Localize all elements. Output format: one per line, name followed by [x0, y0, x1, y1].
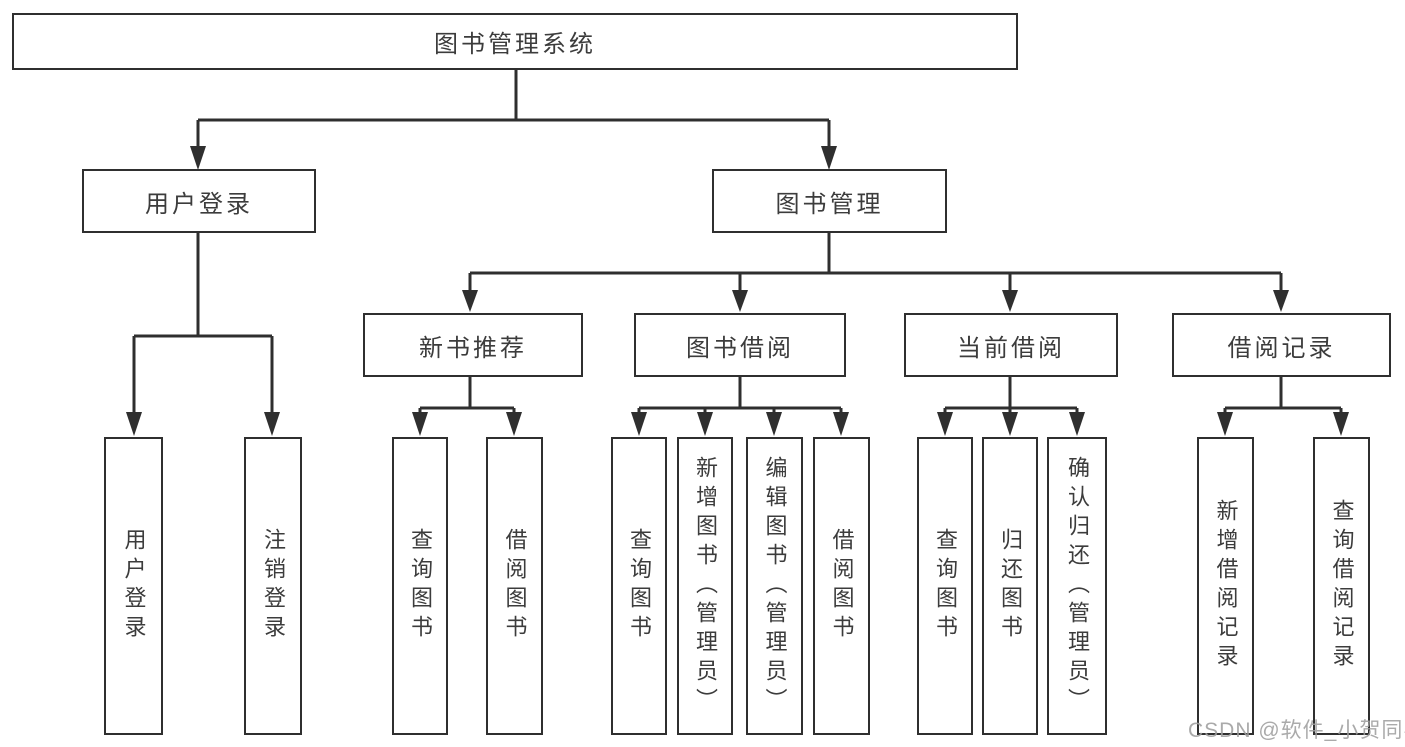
- arrow-down-icon: [732, 290, 748, 312]
- leaf-label: 用户登录: [121, 528, 147, 644]
- connector-new-book-subtree: [418, 377, 516, 414]
- connector-user-login-subtree: [132, 233, 274, 414]
- arrow-down-icon: [1273, 290, 1289, 312]
- arrow-down-icon: [126, 412, 142, 436]
- connector-book-borrow-subtree: [637, 377, 843, 414]
- arrow-down-icon: [264, 412, 280, 436]
- node-user-login-module: 用户登录: [82, 169, 316, 233]
- arrow-down-icon: [412, 412, 428, 436]
- node-leaf-add-borrow-record: 新增借阅记录: [1197, 437, 1254, 735]
- arrowheads: [126, 146, 1349, 436]
- leaf-label: 注销登录: [261, 528, 286, 644]
- node-leaf-user-login: 用户登录: [104, 437, 163, 735]
- arrow-down-icon: [766, 412, 782, 436]
- arrow-down-icon: [506, 412, 522, 436]
- arrow-down-icon: [833, 412, 849, 436]
- leaf-label: 确认归还（管理员）: [1065, 455, 1090, 717]
- arrow-down-icon: [1002, 412, 1018, 436]
- node-leaf-return-books: 归还图书: [982, 437, 1038, 735]
- arrow-down-icon: [937, 412, 953, 436]
- node-leaf-query-books-1: 查询图书: [392, 437, 448, 735]
- arrow-down-icon: [1333, 412, 1349, 436]
- leaf-label: 归还图书: [998, 528, 1023, 644]
- arrow-down-icon: [821, 146, 837, 170]
- arrow-down-icon: [1069, 412, 1085, 436]
- csdn-watermark: CSDN @软件_小贺同学: [1188, 719, 1405, 742]
- node-leaf-borrow-books-2: 借阅图书: [813, 437, 870, 735]
- connector-borrow-records-subtree: [1223, 377, 1343, 414]
- arrow-down-icon: [697, 412, 713, 436]
- connector-book-mgmt-to-level2: [468, 233, 1283, 292]
- leaf-label: 查询图书: [627, 528, 652, 644]
- node-root-system: 图书管理系统: [12, 13, 1018, 70]
- node-new-book-recommend: 新书推荐: [363, 313, 583, 377]
- arrow-down-icon: [631, 412, 647, 436]
- node-book-management-module: 图书管理: [712, 169, 947, 233]
- leaf-label: 新增图书（管理员）: [693, 455, 718, 717]
- connector-root-to-level1: [196, 70, 831, 148]
- arrow-down-icon: [1002, 290, 1018, 312]
- node-book-borrowing: 图书借阅: [634, 313, 846, 377]
- leaf-label: 借阅图书: [502, 528, 528, 644]
- node-leaf-add-book-admin: 新增图书（管理员）: [677, 437, 733, 735]
- node-leaf-query-books-2: 查询图书: [611, 437, 667, 735]
- leaf-label: 查询借阅记录: [1329, 499, 1355, 673]
- node-leaf-logout: 注销登录: [244, 437, 302, 735]
- node-leaf-borrow-books-1: 借阅图书: [486, 437, 543, 735]
- leaf-label: 查询图书: [408, 528, 433, 644]
- node-leaf-query-borrow-record: 查询借阅记录: [1313, 437, 1370, 735]
- leaf-label: 借阅图书: [829, 528, 855, 644]
- node-leaf-confirm-return-admin: 确认归还（管理员）: [1047, 437, 1107, 735]
- node-leaf-query-books-3: 查询图书: [917, 437, 973, 735]
- leaf-label: 编辑图书（管理员）: [762, 455, 788, 717]
- arrow-down-icon: [1217, 412, 1233, 436]
- arrow-down-icon: [462, 290, 478, 312]
- arrow-down-icon: [190, 146, 206, 170]
- node-borrowing-records: 借阅记录: [1172, 313, 1391, 377]
- leaf-label: 查询图书: [933, 528, 958, 644]
- leaf-label: 新增借阅记录: [1213, 499, 1239, 673]
- node-current-borrowing: 当前借阅: [904, 313, 1118, 377]
- node-leaf-edit-book-admin: 编辑图书（管理员）: [746, 437, 803, 735]
- connector-current-borrow-subtree: [943, 377, 1079, 414]
